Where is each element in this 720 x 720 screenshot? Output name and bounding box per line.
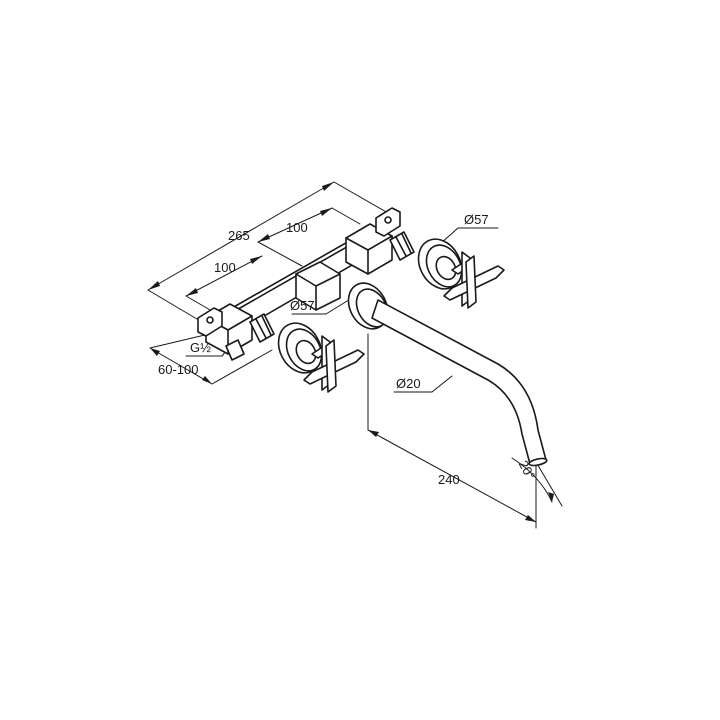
label-thread-g-half: G½ — [190, 340, 211, 355]
left-cross-handle — [303, 335, 365, 393]
dimension-265 — [147, 181, 389, 323]
label-diameter-57-left: Ø57 — [290, 298, 315, 313]
right-rosette — [417, 238, 463, 290]
dimension-240 — [367, 333, 537, 529]
right-cross-handle — [443, 251, 505, 309]
label-100-upper: 100 — [286, 220, 308, 235]
label-240: 240 — [438, 472, 460, 487]
left-rosette — [277, 322, 323, 374]
leader-lines — [185, 227, 499, 393]
dimension-100-upper — [257, 207, 361, 267]
label-100-lower: 100 — [214, 260, 236, 275]
label-60-100: 60-100 — [158, 362, 198, 377]
label-diameter-20: Ø20 — [396, 376, 421, 391]
label-265: 265 — [228, 228, 250, 243]
label-diameter-57-right: Ø57 — [464, 212, 489, 227]
concealed-body — [197, 207, 415, 361]
spout — [347, 282, 548, 467]
dimension-angle-20 — [511, 457, 563, 507]
